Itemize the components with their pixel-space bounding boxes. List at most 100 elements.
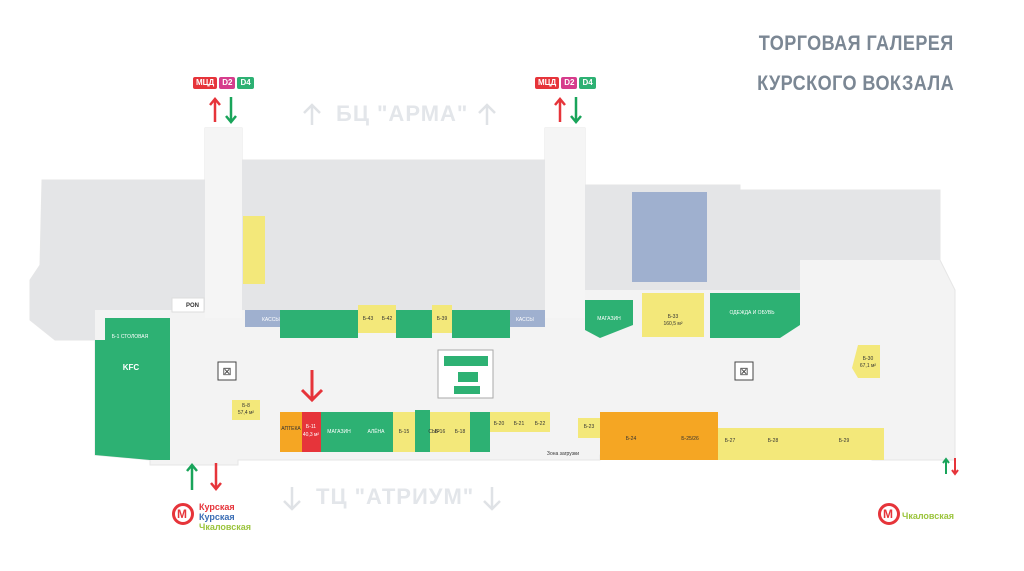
metro-icon-right: M (878, 503, 900, 525)
metro-station-right: Чкаловская (902, 511, 955, 521)
elevator-left (217, 361, 237, 381)
b21-label: Б-21 (514, 421, 525, 427)
cheese-label: СЫР (428, 429, 440, 435)
shop-green-b (415, 410, 430, 452)
shop-magazin-right (585, 300, 633, 338)
platform-block (242, 160, 545, 310)
shop-b27 (718, 428, 742, 460)
b16-label: Б-16 (435, 429, 446, 435)
b8-label: Б-8 (242, 403, 250, 409)
b22-label: Б-22 (535, 421, 546, 427)
b30-label: Б-30 (863, 356, 874, 362)
escalator-stairs-2 (458, 372, 478, 382)
alena-label: АЛЁНА (367, 428, 385, 435)
b39-label: Б-39 (437, 316, 448, 322)
shop-b8 (232, 400, 260, 420)
shop-b22 (530, 412, 550, 432)
b27-label: Б-27 (725, 438, 736, 444)
shop-b18 (450, 412, 470, 452)
b20-label: Б-20 (494, 421, 505, 427)
shop-top-green-3 (452, 310, 510, 338)
direction-arrows-top (303, 103, 496, 125)
b29-label: Б-29 (839, 438, 850, 444)
entrance-arrows-bottom-left (186, 463, 222, 491)
elevator-left-icon: ⊠ (222, 366, 231, 378)
shop-b33 (642, 293, 704, 337)
location-marker-arrow (300, 370, 324, 403)
b30-area: 67,1 м² (860, 363, 877, 369)
stolovaya-label: Б-1 СТОЛОВАЯ (112, 334, 149, 340)
b18-label: Б-18 (455, 429, 466, 435)
entrance-arrows-top-left (209, 97, 237, 124)
badge-d2: D2 (561, 77, 578, 89)
page-title-line-2: КУРСКОГО ВОКЗАЛА (757, 72, 954, 95)
shop-b20 (490, 412, 508, 432)
shop-alena (359, 412, 393, 452)
metro-icon-left: M (172, 503, 194, 525)
b42-label: Б-42 (382, 316, 393, 322)
badge-d2: D2 (219, 77, 236, 89)
transit-badges-right: МЦД D2 D4 (535, 77, 596, 89)
b2526-label: Б-25/26 (681, 436, 699, 442)
transit-badges-left: МЦД D2 D4 (193, 77, 254, 89)
metro-station-2: Курская (199, 512, 235, 522)
kfc-area (95, 318, 170, 460)
aptek-label: АПТЕКА (281, 426, 301, 432)
corridor-left-north (205, 128, 242, 318)
shop-b43 (358, 305, 378, 333)
shop-b23 (578, 418, 600, 438)
shop-b11 (302, 412, 321, 452)
loading-zone-label: Зона загрузки (547, 451, 579, 457)
waiting-hall (632, 192, 707, 282)
kassy-label-right: КАССЫ (516, 317, 534, 323)
direction-label-bottom: ТЦ "АТРИУМ" (316, 484, 475, 509)
b33-area: 160,5 м² (663, 321, 682, 327)
kassy-left (245, 310, 280, 327)
metro-station-3: Чкаловская (199, 522, 252, 532)
shop-b28 (742, 428, 804, 460)
shop-b30 (852, 345, 880, 378)
metro-station-1: Курская (199, 502, 235, 512)
badge-d4: D4 (579, 77, 596, 89)
elevator-right (734, 361, 754, 381)
shop-b21 (508, 412, 530, 432)
shop-green-c (470, 412, 490, 452)
clothes-label: ОДЕЖДА И ОБУВЬ (729, 310, 775, 316)
b24-label: Б-24 (626, 436, 637, 442)
kassy-right (510, 310, 545, 327)
direction-label-top: БЦ "АРМА" (336, 101, 469, 126)
b23-label: Б-23 (584, 424, 595, 430)
b28-label: Б-28 (768, 438, 779, 444)
b33-label: Б-33 (668, 314, 679, 320)
shop-clothes (710, 293, 800, 338)
shop-b15 (393, 412, 415, 452)
shop-b42 (378, 305, 396, 333)
b43-label: Б-43 (363, 316, 374, 322)
direction-arrows-bottom (283, 487, 501, 511)
shop-b2526 (662, 412, 718, 460)
badge-mcd: МЦД (193, 77, 218, 89)
badge-mcd: МЦД (535, 77, 560, 89)
shop-magazin-bottom (321, 412, 359, 452)
entrance-arrows-top-right (554, 97, 582, 124)
kassy-label-left: КАССЫ (262, 317, 280, 323)
shop-b29 (804, 428, 884, 460)
shop-row-top-green (280, 310, 358, 338)
magazin-bottom-label: МАГАЗИН (327, 429, 351, 435)
badge-d4: D4 (237, 77, 254, 89)
b11-label: Б-11 (306, 424, 316, 430)
shop-b24 (600, 412, 662, 460)
escalator-stairs-3 (454, 386, 480, 394)
b15-label: Б-15 (399, 429, 410, 435)
elevator-right-icon: ⊠ (739, 366, 748, 378)
escalator-stairs-1 (444, 356, 488, 366)
shop-b39 (432, 305, 452, 333)
pon-label: PON (186, 303, 199, 309)
shop-aptek (280, 412, 302, 452)
shop-b16 (430, 412, 450, 452)
entrance-arrows-bottom-right (942, 457, 959, 476)
pon-shop (171, 297, 205, 313)
shop-top-green-2 (396, 310, 432, 338)
kfc-label: KFC (123, 363, 140, 372)
